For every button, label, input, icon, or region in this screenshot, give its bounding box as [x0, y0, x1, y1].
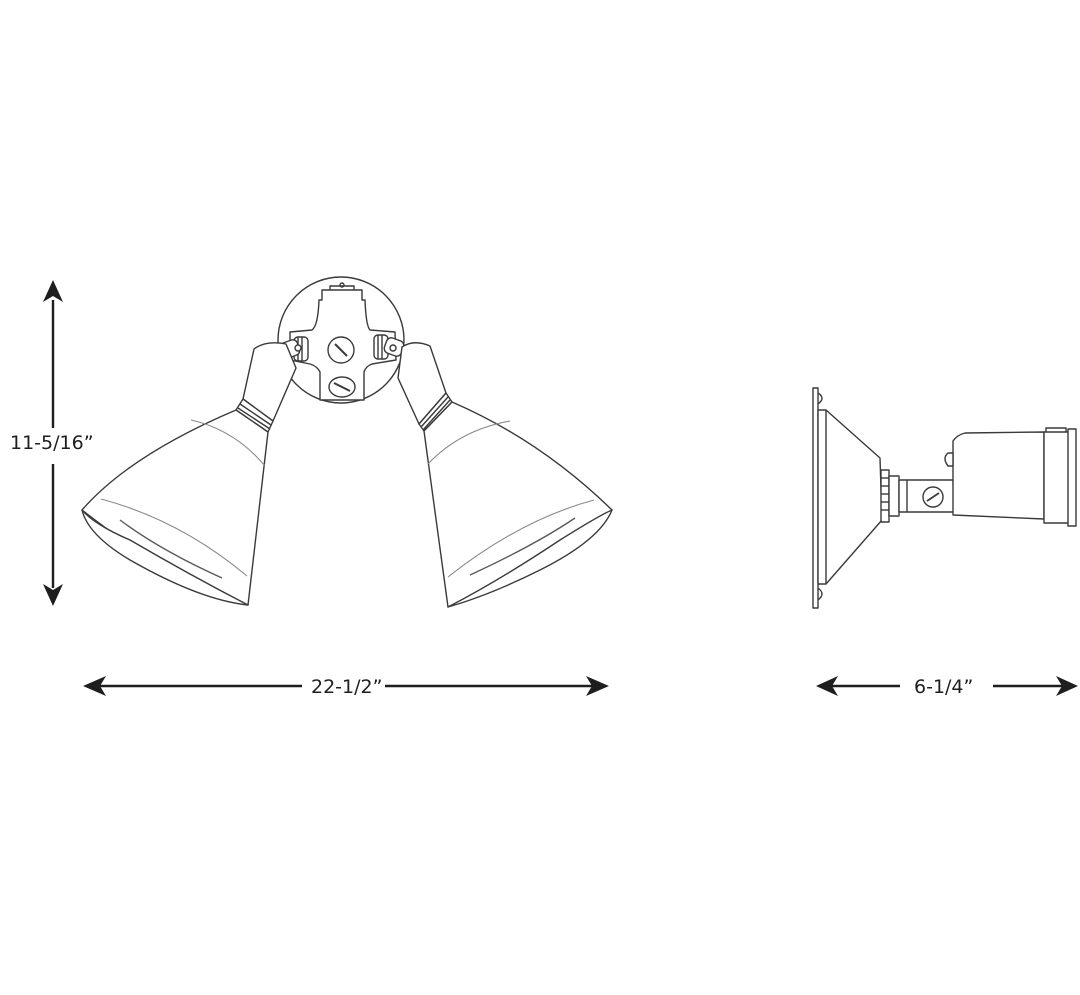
- arrow-down-icon: [43, 584, 63, 606]
- depth-dimension-arrow: [816, 676, 1078, 696]
- side-view-drawing: [812, 387, 1077, 609]
- wall-plate: [812, 387, 819, 609]
- canopy: [817, 409, 883, 585]
- arrow-left-icon: [83, 676, 106, 696]
- depth-dimension-label: 6-1/4”: [912, 676, 976, 698]
- arrow-left-icon: [816, 676, 838, 696]
- arrow-up-icon: [43, 280, 63, 302]
- arrow-right-icon: [586, 676, 609, 696]
- width-dimension-label: 22-1/2”: [309, 676, 385, 698]
- lamp-rim: [1043, 431, 1070, 524]
- left-lamp-head: [81, 342, 297, 606]
- front-view-drawing: [81, 276, 613, 608]
- height-dimension-arrow: [43, 280, 63, 606]
- width-dimension-arrow: [83, 676, 609, 696]
- arrow-right-icon: [1056, 676, 1078, 696]
- left-swivel-knuckle: [279, 336, 309, 362]
- right-swivel-knuckle: [373, 334, 405, 360]
- height-dimension-label: 11-5/16”: [8, 432, 96, 454]
- socket-housing: [952, 431, 1045, 520]
- right-lamp-head: [397, 342, 613, 608]
